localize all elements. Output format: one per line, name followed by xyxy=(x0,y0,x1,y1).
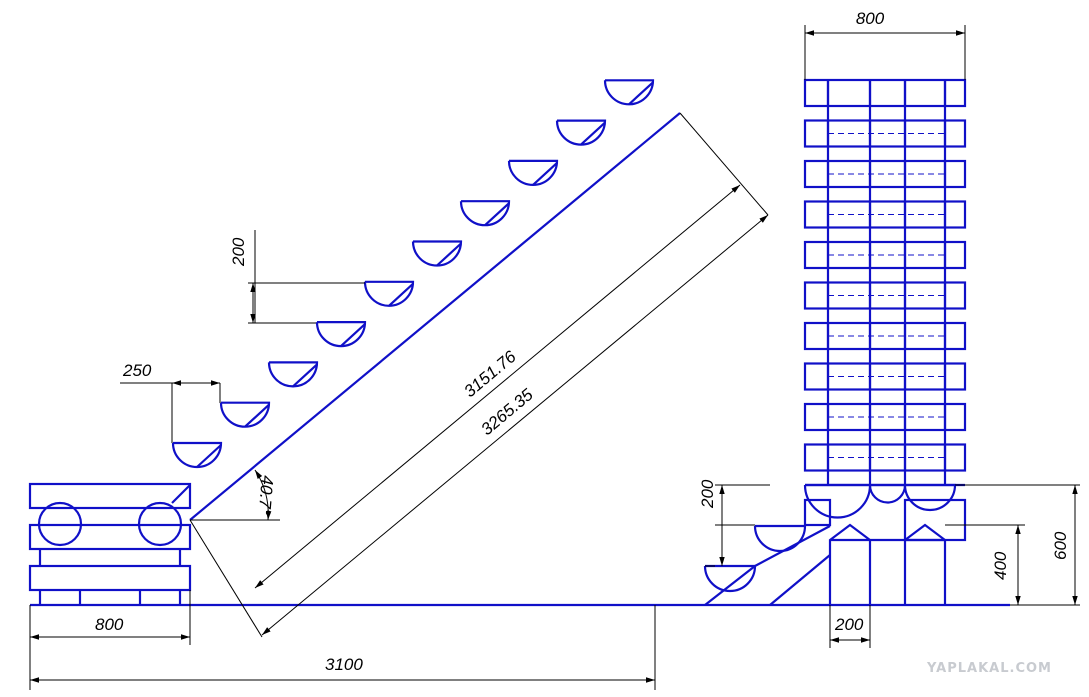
tower-rung xyxy=(803,159,967,189)
stringer-bottom xyxy=(189,112,681,521)
ext xyxy=(679,112,769,216)
tower-rung xyxy=(803,402,967,432)
lower-stringer xyxy=(704,565,756,606)
stringer-top xyxy=(580,121,606,146)
dim-total-height: 600 xyxy=(1051,531,1070,560)
dim-platform-width: 800 xyxy=(95,615,124,634)
ext xyxy=(189,519,263,638)
tower-rung xyxy=(803,119,967,148)
tower-rung xyxy=(803,443,967,472)
dim-lower-step-rise: 200 xyxy=(698,479,717,509)
tower-rung xyxy=(803,78,967,108)
stringer-end xyxy=(171,484,191,504)
tower-rung xyxy=(803,321,967,351)
stringer-top xyxy=(628,81,654,106)
step-tread xyxy=(267,361,319,388)
tower-rung xyxy=(803,200,967,229)
step-tread xyxy=(219,401,271,428)
step-tread xyxy=(459,200,511,227)
dim-block-width: 200 xyxy=(834,615,864,634)
dim-angle: 40.7° xyxy=(255,475,277,517)
step-tread xyxy=(555,119,607,146)
lower-step xyxy=(703,564,757,593)
log-end xyxy=(137,501,183,547)
angle-arc xyxy=(254,469,272,521)
tower-block xyxy=(803,498,832,527)
dim-arrow xyxy=(254,184,741,589)
dim-block-height: 400 xyxy=(991,551,1010,580)
step-tread xyxy=(171,441,223,469)
watermark: YAPLAKAL.COM xyxy=(926,661,1052,676)
step-tread xyxy=(411,240,463,267)
dim-total-length: 3100 xyxy=(325,655,363,674)
tower-rung xyxy=(803,362,967,391)
stair-geometry xyxy=(28,78,1010,607)
tower-bowl xyxy=(903,483,957,512)
step-tread xyxy=(603,79,655,106)
platform-board xyxy=(28,523,192,551)
stringer-top xyxy=(532,162,558,186)
tower-rung xyxy=(803,240,967,270)
lower-step xyxy=(753,524,807,553)
tower-bowl xyxy=(868,483,907,504)
dimension-lines xyxy=(29,25,1080,690)
dim-step-rise: 200 xyxy=(229,237,248,267)
platform-board xyxy=(28,482,192,510)
dim-arrow xyxy=(261,214,769,636)
platform-board xyxy=(28,564,192,592)
support-blocks xyxy=(828,523,947,605)
tower-rung xyxy=(803,281,967,310)
step-tread xyxy=(507,159,559,186)
dim-step-run: 250 xyxy=(122,361,152,380)
tower-bowl xyxy=(803,483,872,519)
lower-stringer xyxy=(769,554,831,606)
stringer-top xyxy=(196,444,222,468)
dim-tower-width: 800 xyxy=(856,9,885,28)
step-tread xyxy=(315,321,367,348)
step-tread xyxy=(363,280,415,307)
log-end xyxy=(37,501,83,547)
